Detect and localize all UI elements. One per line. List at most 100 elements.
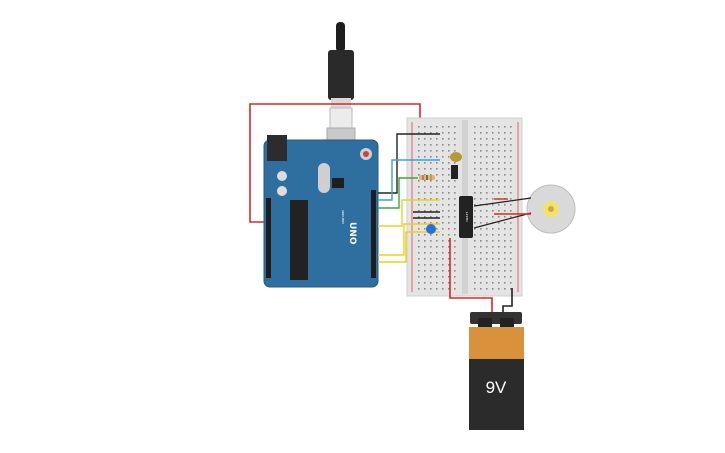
breadboard-hole bbox=[498, 162, 500, 164]
breadboard-hole bbox=[424, 264, 426, 266]
breadboard-hole bbox=[424, 156, 426, 158]
motor-wire-red bbox=[473, 212, 532, 229]
breadboard-hole bbox=[418, 276, 420, 278]
breadboard-hole bbox=[454, 162, 456, 164]
breadboard-hole bbox=[424, 132, 426, 134]
breadboard-hole bbox=[504, 228, 506, 230]
breadboard-hole bbox=[436, 210, 438, 212]
breadboard-hole bbox=[474, 168, 476, 170]
breadboard-hole bbox=[424, 288, 426, 290]
breadboard-hole bbox=[498, 204, 500, 206]
breadboard-hole bbox=[436, 126, 438, 128]
breadboard-hole bbox=[498, 174, 500, 176]
resistor bbox=[419, 175, 435, 180]
breadboard-hole bbox=[480, 234, 482, 236]
breadboard-hole bbox=[504, 156, 506, 158]
battery-wire-black bbox=[502, 288, 513, 316]
diode bbox=[451, 165, 458, 179]
breadboard-hole bbox=[492, 204, 494, 206]
breadboard-hole bbox=[486, 276, 488, 278]
breadboard-hole bbox=[510, 210, 512, 212]
breadboard-hole bbox=[510, 186, 512, 188]
breadboard-hole bbox=[504, 216, 506, 218]
breadboard-hole bbox=[492, 264, 494, 266]
breadboard-hole bbox=[504, 144, 506, 146]
arduino-board: UNO ARDUINO bbox=[263, 135, 379, 288]
breadboard-hole bbox=[486, 288, 488, 290]
green-wire bbox=[378, 177, 418, 209]
breadboard-hole bbox=[504, 210, 506, 212]
breadboard-hole bbox=[486, 264, 488, 266]
breadboard-hole bbox=[418, 156, 420, 158]
breadboard-hole bbox=[498, 270, 500, 272]
breadboard-hole bbox=[504, 240, 506, 242]
breadboard-hole bbox=[442, 156, 444, 158]
breadboard-hole bbox=[448, 228, 450, 230]
breadboard-hole bbox=[454, 228, 456, 230]
dc-motor bbox=[526, 184, 576, 234]
breadboard-hole bbox=[436, 162, 438, 164]
breadboard-hole bbox=[492, 144, 494, 146]
breadboard-hole bbox=[504, 174, 506, 176]
breadboard-hole bbox=[418, 288, 420, 290]
breadboard-hole bbox=[474, 150, 476, 152]
breadboard-hole bbox=[474, 276, 476, 278]
breadboard-hole bbox=[424, 126, 426, 128]
breadboard-hole bbox=[480, 156, 482, 158]
breadboard-hole bbox=[454, 138, 456, 140]
breadboard-hole bbox=[454, 270, 456, 272]
breadboard-hole bbox=[418, 222, 420, 224]
breadboard-hole bbox=[498, 138, 500, 140]
breadboard-hole bbox=[418, 228, 420, 230]
breadboard-hole bbox=[430, 126, 432, 128]
breadboard-hole bbox=[442, 270, 444, 272]
breadboard-hole bbox=[454, 288, 456, 290]
breadboard-hole bbox=[436, 222, 438, 224]
yellow-wire-2 bbox=[378, 223, 440, 256]
breadboard-hole bbox=[454, 216, 456, 218]
breadboard-hole bbox=[454, 150, 456, 152]
breadboard-hole bbox=[480, 138, 482, 140]
breadboard-hole bbox=[492, 234, 494, 236]
breadboard-hole bbox=[442, 126, 444, 128]
breadboard-hole bbox=[492, 252, 494, 254]
breadboard-hole bbox=[418, 186, 420, 188]
breadboard-hole bbox=[486, 150, 488, 152]
breadboard-hole bbox=[442, 174, 444, 176]
breadboard-hole bbox=[474, 132, 476, 134]
breadboard-hole bbox=[424, 198, 426, 200]
breadboard-hole bbox=[504, 204, 506, 206]
breadboard-hole bbox=[480, 180, 482, 182]
breadboard-hole bbox=[424, 150, 426, 152]
breadboard-hole bbox=[430, 150, 432, 152]
breadboard-hole bbox=[448, 276, 450, 278]
breadboard-hole bbox=[424, 144, 426, 146]
yellow-wire-3 bbox=[378, 231, 440, 263]
breadboard-hole bbox=[492, 288, 494, 290]
breadboard-hole bbox=[504, 150, 506, 152]
breadboard-hole bbox=[492, 216, 494, 218]
breadboard-hole bbox=[436, 258, 438, 260]
battery-9v: 9V bbox=[469, 312, 524, 430]
breadboard-hole bbox=[480, 144, 482, 146]
breadboard-hole bbox=[418, 180, 420, 182]
breadboard-hole bbox=[498, 246, 500, 248]
breadboard-hole bbox=[436, 138, 438, 140]
breadboard-hole bbox=[492, 186, 494, 188]
breadboard-hole bbox=[448, 240, 450, 242]
breadboard-hole bbox=[480, 282, 482, 284]
breadboard-hole bbox=[510, 150, 512, 152]
breadboard-hole bbox=[424, 162, 426, 164]
arduino-model-label: UNO bbox=[347, 222, 357, 245]
breadboard-hole bbox=[510, 282, 512, 284]
breadboard-hole bbox=[442, 282, 444, 284]
breadboard-hole bbox=[480, 210, 482, 212]
breadboard-hole bbox=[504, 234, 506, 236]
breadboard-hole bbox=[418, 144, 420, 146]
breadboard-hole bbox=[430, 204, 432, 206]
breadboard-hole bbox=[498, 252, 500, 254]
breadboard-hole bbox=[486, 222, 488, 224]
breadboard-hole bbox=[430, 258, 432, 260]
breadboard-hole bbox=[424, 180, 426, 182]
breadboard-hole bbox=[448, 138, 450, 140]
